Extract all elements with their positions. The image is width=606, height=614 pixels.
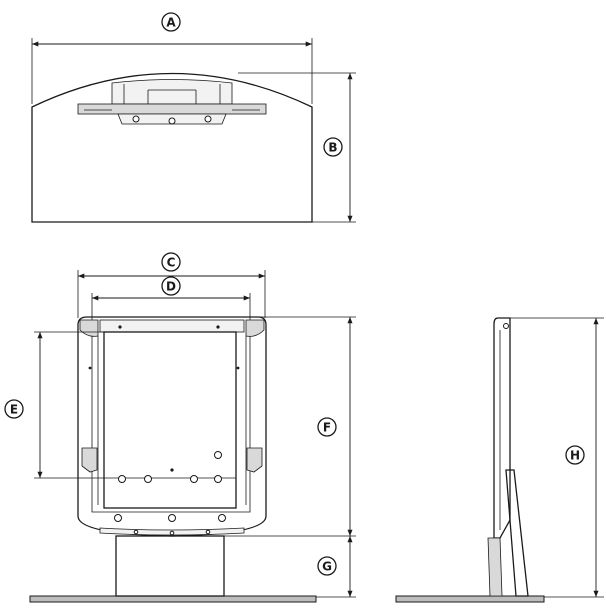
side-stand-arm bbox=[505, 469, 529, 597]
side-monitor-profile bbox=[493, 317, 511, 539]
label-b: B bbox=[323, 137, 343, 157]
svg-text:G: G bbox=[322, 560, 332, 574]
label-a: A bbox=[161, 12, 181, 32]
svg-text:C: C bbox=[167, 256, 176, 270]
front-side-clip-right bbox=[246, 447, 263, 473]
label-c: C bbox=[161, 252, 181, 272]
front-monitor-body bbox=[77, 316, 267, 537]
label-f: F bbox=[317, 417, 337, 437]
top-view-body bbox=[31, 72, 313, 223]
front-side-clip-left bbox=[81, 447, 98, 473]
side-view bbox=[395, 317, 604, 603]
label-e: E bbox=[4, 399, 24, 419]
svg-text:A: A bbox=[166, 16, 176, 30]
svg-text:B: B bbox=[328, 141, 337, 155]
front-base-plate bbox=[29, 595, 317, 603]
label-h: H bbox=[565, 445, 585, 465]
label-d: D bbox=[161, 276, 181, 296]
svg-text:F: F bbox=[323, 421, 331, 435]
front-view bbox=[29, 270, 356, 603]
top-view bbox=[31, 38, 356, 223]
side-stand-foot bbox=[487, 537, 503, 597]
label-g: G bbox=[317, 556, 337, 576]
side-base-plate bbox=[395, 595, 545, 603]
front-stand-neck bbox=[115, 535, 225, 597]
front-corner-tab-right bbox=[245, 319, 265, 337]
svg-text:E: E bbox=[10, 403, 18, 417]
top-view-mount-bracket bbox=[77, 79, 267, 125]
front-center-panel bbox=[103, 331, 237, 509]
svg-text:D: D bbox=[166, 280, 176, 294]
svg-text:H: H bbox=[570, 449, 580, 463]
front-corner-tab-left bbox=[79, 319, 99, 337]
